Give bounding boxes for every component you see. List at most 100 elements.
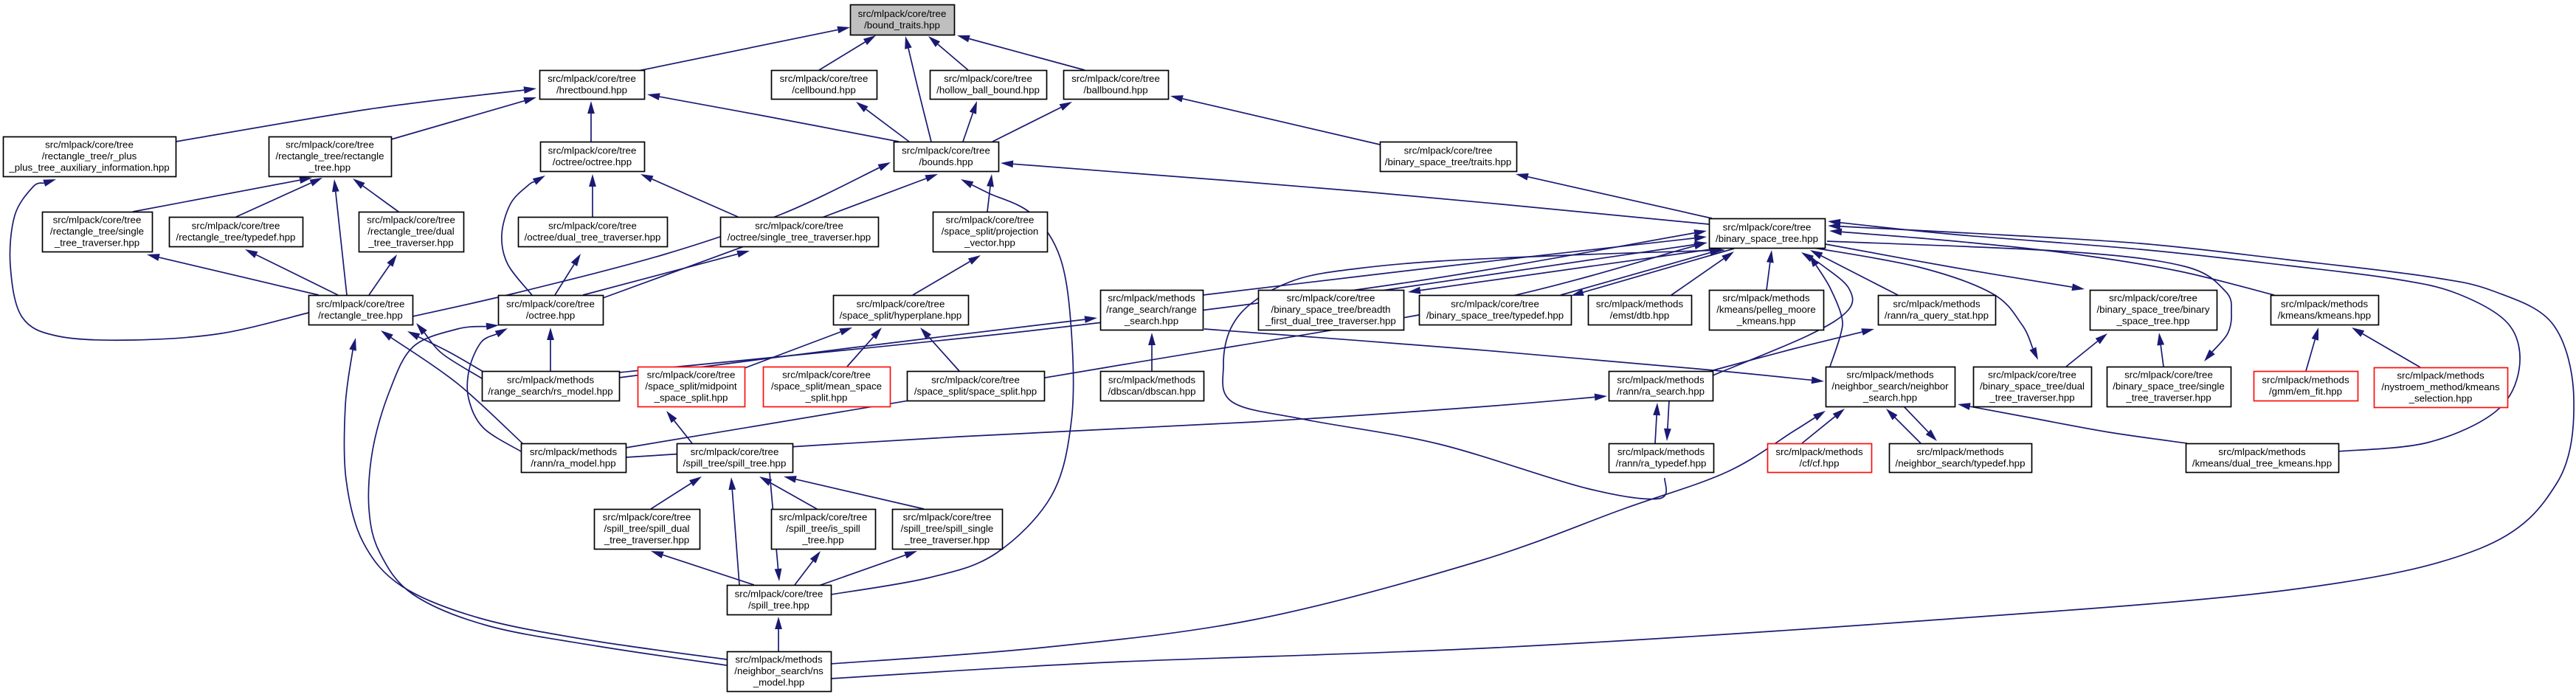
svg-text:src/mlpack/methods: src/mlpack/methods [735,654,823,665]
svg-text:/rann/ra_typedef.hpp: /rann/ra_typedef.hpp [1616,457,1707,468]
svg-text:/spill_tree.hpp: /spill_tree.hpp [748,600,809,611]
svg-text:_selection.hpp: _selection.hpp [2408,393,2473,404]
svg-text:src/mlpack/methods: src/mlpack/methods [2262,374,2349,385]
svg-text:src/mlpack/core/tree: src/mlpack/core/tree [506,298,595,309]
svg-text:src/mlpack/methods: src/mlpack/methods [1617,374,1705,385]
svg-text:src/mlpack/core/tree: src/mlpack/core/tree [691,446,779,457]
svg-text:/binary_space_tree/typedef.hpp: /binary_space_tree/typedef.hpp [1426,310,1564,321]
svg-text:src/mlpack/core/tree: src/mlpack/core/tree [2109,293,2197,304]
svg-text:/binary_space_tree/breadth: /binary_space_tree/breadth [1271,304,1391,315]
svg-text:src/mlpack/methods: src/mlpack/methods [507,374,595,385]
svg-text:/octree/single_tree_traverser.: /octree/single_tree_traverser.hpp [728,232,871,243]
svg-text:_tree_traverser.hpp: _tree_traverser.hpp [2125,392,2211,403]
svg-text:src/mlpack/methods: src/mlpack/methods [1108,293,1195,304]
svg-text:/space_split/mean_space: /space_split/mean_space [771,381,882,392]
svg-text:src/mlpack/methods: src/mlpack/methods [1893,298,1981,309]
svg-text:/spill_tree/spill_single: /spill_tree/spill_single [901,523,994,534]
svg-text:/space_split/midpoint: /space_split/midpoint [645,381,736,392]
svg-text:_tree_traverser.hpp: _tree_traverser.hpp [604,535,689,546]
svg-text:src/mlpack/core/tree: src/mlpack/core/tree [45,139,134,150]
svg-text:src/mlpack/core/tree: src/mlpack/core/tree [931,374,1020,385]
svg-text:src/mlpack/core/tree: src/mlpack/core/tree [1404,145,1493,156]
svg-text:/rann/ra_search.hpp: /rann/ra_search.hpp [1617,386,1705,397]
svg-text:/octree/octree.hpp: /octree/octree.hpp [553,156,632,167]
svg-text:src/mlpack/core/tree: src/mlpack/core/tree [317,298,405,309]
svg-text:src/mlpack/core/tree: src/mlpack/core/tree [286,139,374,150]
svg-text:src/mlpack/core/tree: src/mlpack/core/tree [647,370,736,381]
svg-text:src/mlpack/core/tree: src/mlpack/core/tree [192,220,280,231]
svg-text:src/mlpack/core/tree: src/mlpack/core/tree [755,220,843,231]
svg-text:/rectangle_tree/typedef.hpp: /rectangle_tree/typedef.hpp [176,232,296,243]
svg-text:src/mlpack/core/tree: src/mlpack/core/tree [779,512,868,523]
svg-text:/bounds.hpp: /bounds.hpp [919,156,973,167]
svg-text:/nystroem_method/kmeans: /nystroem_method/kmeans [2381,381,2500,392]
svg-text:/neighbor_search/neighbor: /neighbor_search/neighbor [1831,381,1949,392]
svg-text:/emst/dtb.hpp: /emst/dtb.hpp [1610,310,1670,321]
svg-text:/cellbound.hpp: /cellbound.hpp [792,84,856,95]
svg-text:/bound_traits.hpp: /bound_traits.hpp [864,19,940,30]
svg-text:/space_split/space_split.hpp: /space_split/space_split.hpp [914,386,1037,397]
svg-text:_tree_traverser.hpp: _tree_traverser.hpp [367,238,453,249]
svg-text:/rann/ra_model.hpp: /rann/ra_model.hpp [531,457,615,468]
svg-text:/ballbound.hpp: /ballbound.hpp [1083,84,1147,95]
svg-text:/kmeans/dual_tree_kmeans.hpp: /kmeans/dual_tree_kmeans.hpp [2192,457,2332,468]
svg-text:src/mlpack/methods: src/mlpack/methods [1916,446,2004,457]
svg-text:/range_search/rs_model.hpp: /range_search/rs_model.hpp [488,386,612,397]
svg-text:src/mlpack/core/tree: src/mlpack/core/tree [1287,293,1375,304]
svg-text:src/mlpack/methods: src/mlpack/methods [2218,446,2306,457]
svg-text:src/mlpack/core/tree: src/mlpack/core/tree [780,73,869,84]
svg-text:src/mlpack/core/tree: src/mlpack/core/tree [603,512,691,523]
svg-text:_split.hpp: _split.hpp [805,392,848,403]
svg-text:_kmeans.hpp: _kmeans.hpp [1736,316,1796,327]
svg-text:src/mlpack/core/tree: src/mlpack/core/tree [735,588,823,599]
svg-text:src/mlpack/core/tree: src/mlpack/core/tree [53,215,142,226]
svg-text:/dbscan/dbscan.hpp: /dbscan/dbscan.hpp [1108,386,1195,397]
svg-text:src/mlpack/core/tree: src/mlpack/core/tree [858,8,947,19]
svg-text:src/mlpack/core/tree: src/mlpack/core/tree [2124,370,2213,381]
svg-text:src/mlpack/core/tree: src/mlpack/core/tree [946,215,1035,226]
svg-text:src/mlpack/core/tree: src/mlpack/core/tree [1451,298,1539,309]
svg-text:/binary_space_tree/binary: /binary_space_tree/binary [2096,304,2209,315]
svg-text:src/mlpack/core/tree: src/mlpack/core/tree [548,220,637,231]
svg-text:/rectangle_tree/dual: /rectangle_tree/dual [367,226,455,237]
svg-text:/rann/ra_query_stat.hpp: /rann/ra_query_stat.hpp [1885,310,1989,321]
svg-text:src/mlpack/methods: src/mlpack/methods [1722,293,1810,304]
svg-text:_space_split.hpp: _space_split.hpp [654,392,728,403]
svg-text:/rectangle_tree.hpp: /rectangle_tree.hpp [318,310,403,321]
svg-text:src/mlpack/core/tree: src/mlpack/core/tree [367,215,455,226]
svg-text:/rectangle_tree/r_plus: /rectangle_tree/r_plus [42,150,137,162]
svg-text:src/mlpack/methods: src/mlpack/methods [1846,370,1934,381]
svg-text:_search.hpp: _search.hpp [1862,392,1917,403]
svg-text:src/mlpack/core/tree: src/mlpack/core/tree [1723,221,1812,232]
svg-text:/rectangle_tree/rectangle: /rectangle_tree/rectangle [275,150,384,162]
svg-text:src/mlpack/core/tree: src/mlpack/core/tree [548,73,636,84]
svg-text:src/mlpack/core/tree: src/mlpack/core/tree [1988,370,2076,381]
svg-text:src/mlpack/core/tree: src/mlpack/core/tree [782,370,871,381]
svg-text:src/mlpack/methods: src/mlpack/methods [2281,298,2369,309]
svg-text:/rectangle_tree/single: /rectangle_tree/single [50,226,144,237]
svg-text:/cf/cf.hpp: /cf/cf.hpp [1800,457,1840,468]
svg-text:_vector.hpp: _vector.hpp [964,238,1015,249]
svg-text:/neighbor_search/typedef.hpp: /neighbor_search/typedef.hpp [1896,457,2026,468]
svg-text:/octree.hpp: /octree.hpp [526,310,576,321]
svg-text:src/mlpack/core/tree: src/mlpack/core/tree [903,512,992,523]
svg-text:/hollow_ball_bound.hpp: /hollow_ball_bound.hpp [936,84,1040,95]
svg-text:/space_split/projection: /space_split/projection [942,226,1039,237]
svg-text:src/mlpack/core/tree: src/mlpack/core/tree [548,145,637,156]
svg-text:_tree.hpp: _tree.hpp [308,162,351,173]
svg-text:src/mlpack/methods: src/mlpack/methods [1596,298,1684,309]
svg-text:/neighbor_search/ns: /neighbor_search/ns [734,665,823,676]
svg-text:_model.hpp: _model.hpp [753,677,805,688]
svg-text:src/mlpack/methods: src/mlpack/methods [1108,374,1196,385]
svg-text:_tree_traverser.hpp: _tree_traverser.hpp [54,238,139,249]
svg-text:src/mlpack/core/tree: src/mlpack/core/tree [902,145,990,156]
svg-text:src/mlpack/methods: src/mlpack/methods [2397,370,2485,381]
svg-text:/binary_space_tree/dual: /binary_space_tree/dual [1980,381,2085,392]
svg-text:_first_dual_tree_traverser.hpp: _first_dual_tree_traverser.hpp [1265,316,1396,327]
svg-text:/space_split/hyperplane.hpp: /space_split/hyperplane.hpp [840,310,962,321]
svg-text:/gmm/em_fit.hpp: /gmm/em_fit.hpp [2269,386,2342,397]
svg-text:src/mlpack/core/tree: src/mlpack/core/tree [1071,73,1160,84]
svg-text:src/mlpack/core/tree: src/mlpack/core/tree [944,73,1032,84]
svg-text:_tree.hpp: _tree.hpp [801,535,843,546]
svg-text:_tree_traverser.hpp: _tree_traverser.hpp [1989,392,2074,403]
